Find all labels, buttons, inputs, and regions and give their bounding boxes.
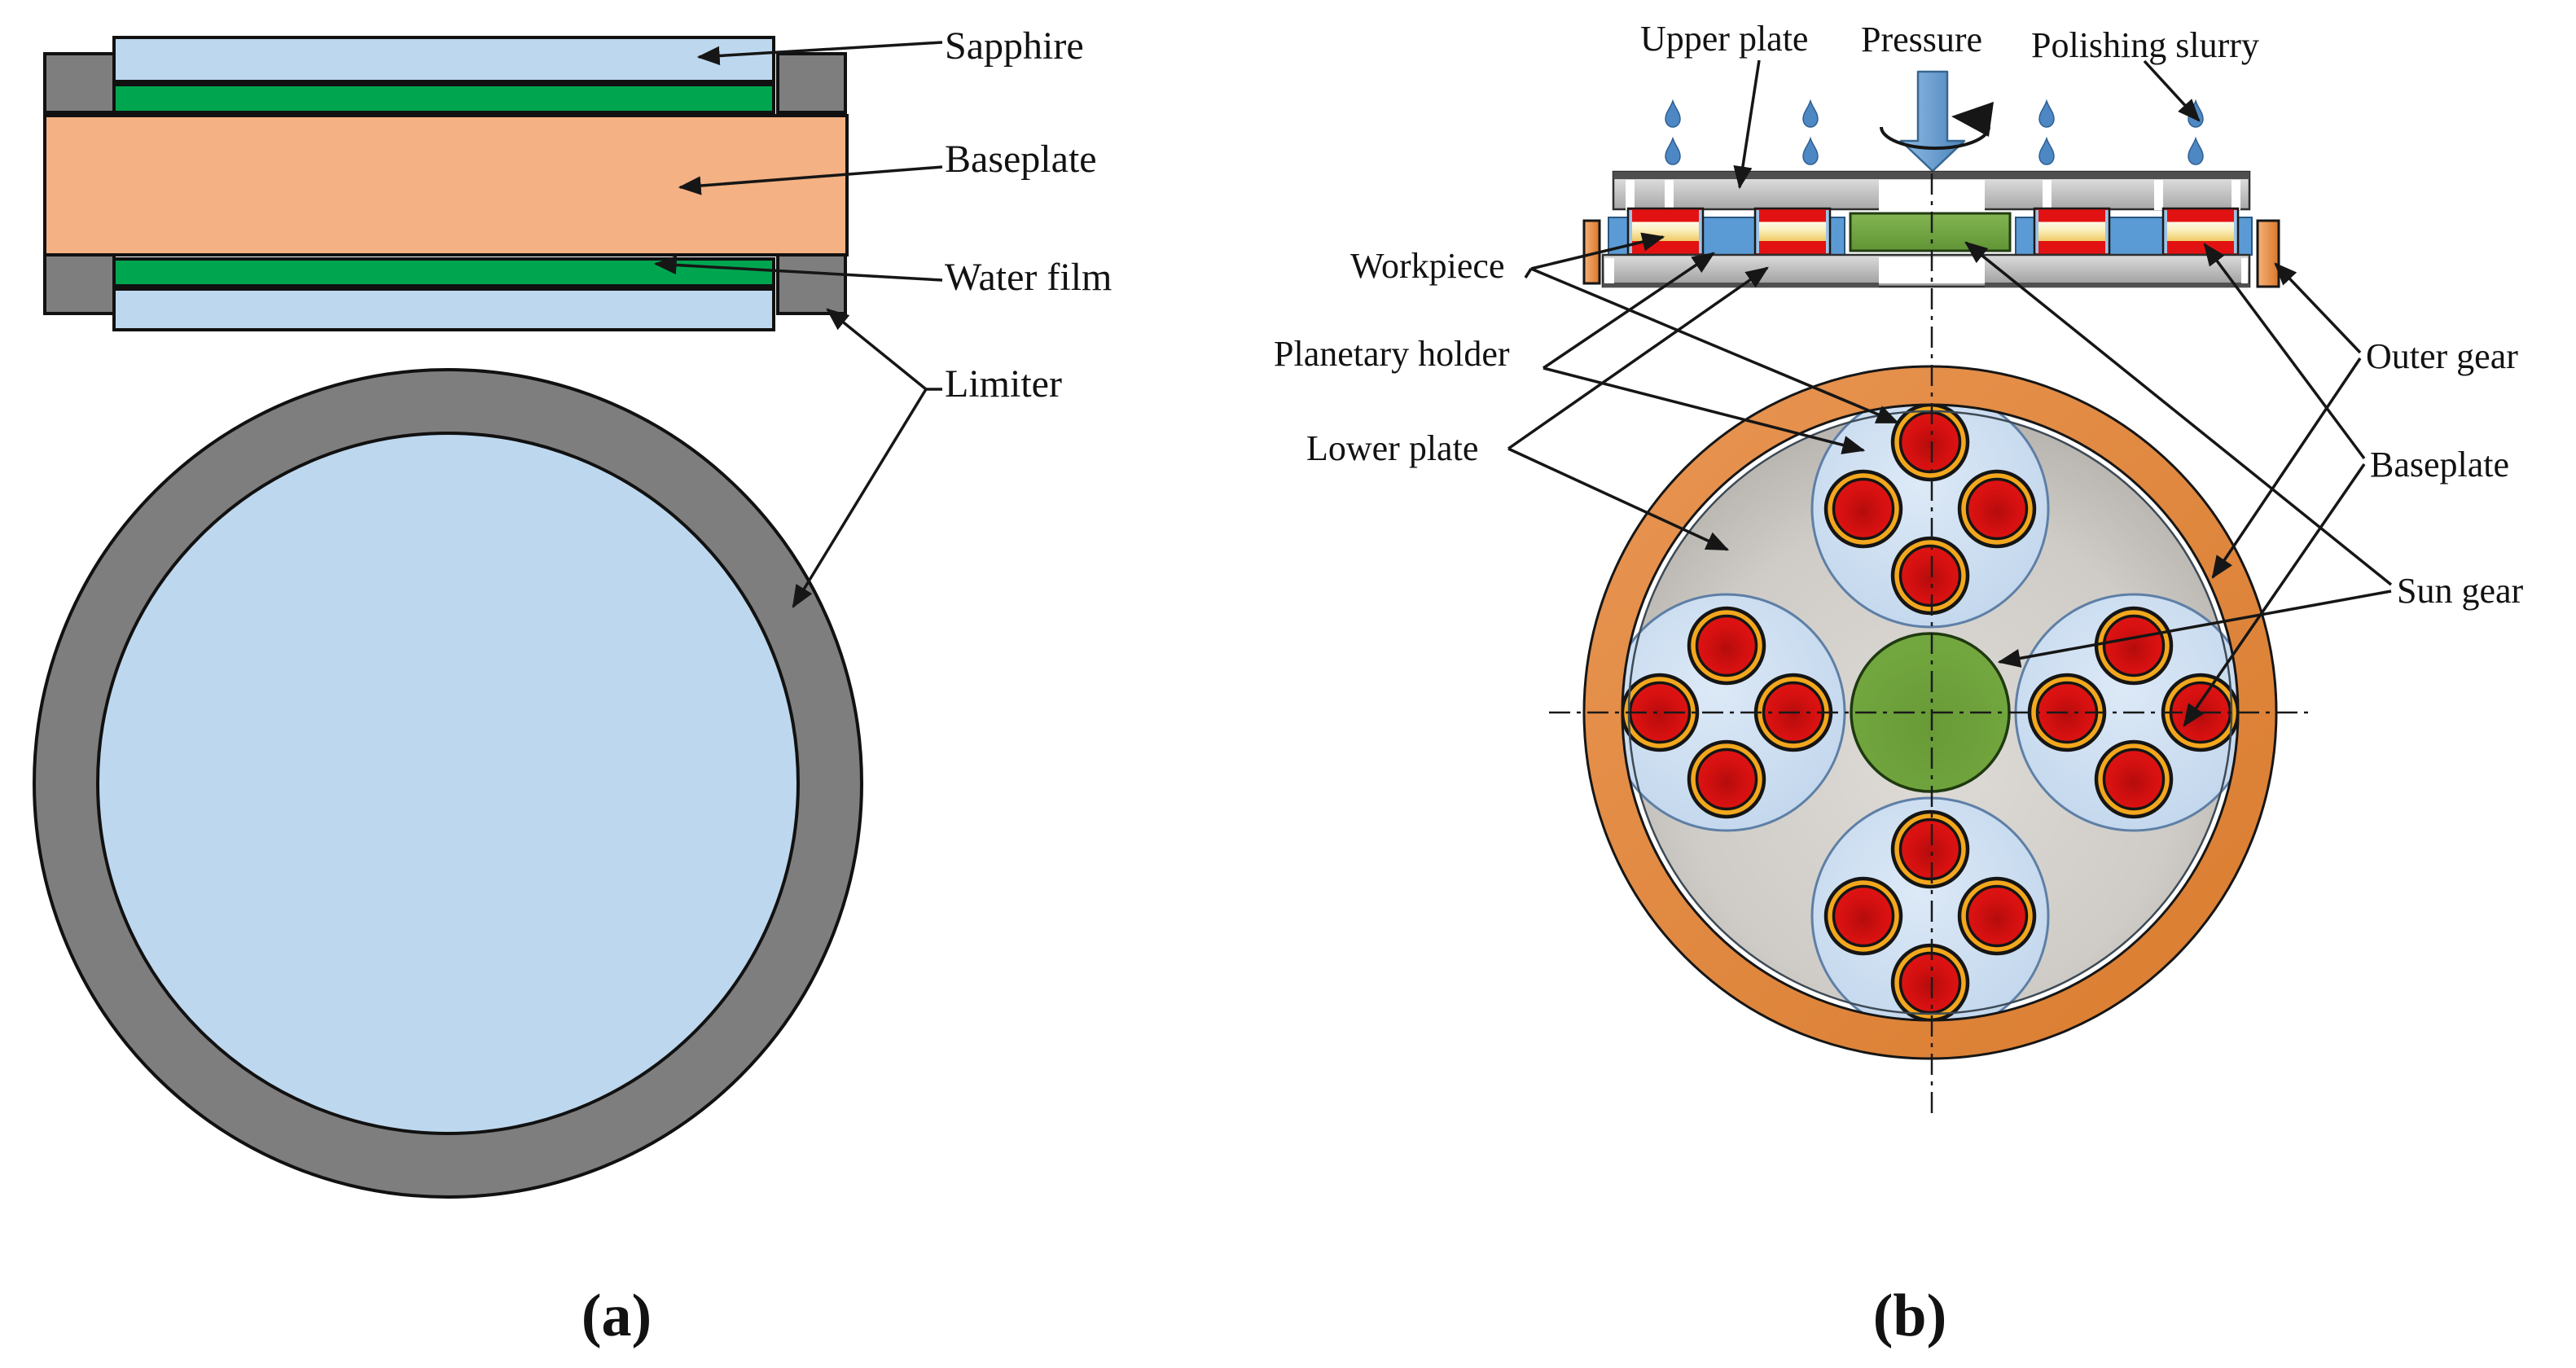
leader-planetary-holder-section [1543, 252, 1715, 370]
leader-lower-plate-topview [1507, 447, 1730, 551]
upper-plate-slit [1626, 180, 1635, 210]
workpiece-station [1753, 207, 1832, 256]
leader-baseplate-section [2203, 243, 2366, 460]
upper-plate-slit [2154, 180, 2163, 210]
label-lower-plate: Lower plate [1306, 428, 1478, 468]
label-sapphire: Sapphire [945, 24, 1084, 68]
slurry-drop [1802, 100, 1819, 128]
workpiece-station [1626, 207, 1705, 256]
baseplate-layer [43, 114, 849, 256]
rotation-arrowhead-icon [1951, 102, 1994, 137]
leader-outer-gear-topview [2211, 357, 2362, 579]
planetary-holder-bottom [1812, 798, 2048, 1034]
leader-sun-gear-topview [1997, 590, 2392, 668]
limiter-block-top-right [776, 52, 847, 114]
leader-lower-plate-section [1507, 266, 1769, 450]
upper-plate-slit [2232, 180, 2240, 210]
lower-plate-bottom-edge [1985, 283, 2249, 287]
label-workpiece: Workpiece [1350, 246, 1504, 286]
label-water-film: Water film [945, 256, 1112, 299]
sun-gear-block [1849, 212, 2012, 252]
leader-workpiece-topview [1530, 267, 1900, 424]
upper-plate-slit [2043, 180, 2052, 210]
planetary-holder-top [1812, 391, 2048, 627]
leader-sapphire [696, 41, 943, 66]
leader-baseplate-topview [2183, 463, 2366, 727]
label-upper-plate: Upper plate [1640, 19, 1808, 59]
panel-b-top-view [1549, 173, 2315, 1117]
sapphire-layer-bottom [112, 287, 775, 331]
upper-plate-slit [1665, 180, 1674, 210]
sapphire-layer-top [112, 36, 775, 83]
label-planetary-holder: Planetary holder [1274, 334, 1510, 374]
leader-limiter-block [826, 308, 928, 391]
slurry-drop [2188, 138, 2204, 165]
workpiece-station [2033, 207, 2111, 256]
caption-a: (a) [581, 1282, 652, 1349]
leader-workpiece-section [1530, 232, 1665, 270]
slurry-drop [2038, 100, 2055, 128]
lower-plate-slit [1604, 258, 1614, 283]
limiter-block-bottom-right [776, 253, 847, 315]
panel-a: Sapphire Baseplate Water film Limiter (a… [33, 24, 1112, 1349]
panel-a-cross-section [43, 36, 849, 331]
label-polishing-slurry: Polishing slurry [2031, 25, 2259, 65]
pressure-arrow [1899, 70, 1966, 173]
slurry-drop [1665, 138, 1681, 165]
panel-b: Upper plate Pressure Polishing slurry Wo… [1274, 19, 2524, 1349]
water-film-layer-bottom [112, 257, 775, 287]
leader-outer-gear-section [2274, 262, 2362, 354]
baseplate-cap-right [2256, 219, 2280, 288]
label-pressure: Pressure [1861, 20, 1982, 59]
water-film-layer-top [112, 83, 775, 114]
leader-upper-plate [1733, 59, 1761, 190]
label-outer-gear: Outer gear [2366, 336, 2518, 376]
leader-water-film [653, 255, 943, 282]
limiter-block-bottom-left [43, 253, 116, 315]
leader-planetary-holder-topview [1543, 366, 1866, 454]
slurry-drop [2188, 100, 2204, 128]
limiter-block-top-left [43, 52, 116, 114]
leader-sun-gear-section [1964, 241, 2393, 586]
label-baseplate-b: Baseplate [2370, 445, 2509, 484]
leader-workpiece-stub [1524, 268, 1533, 278]
workpiece-station [2161, 207, 2240, 256]
rotation-arc [1880, 126, 1990, 150]
label-sun-gear: Sun gear [2397, 571, 2524, 611]
sapphire-disc [96, 432, 800, 1135]
panel-a-top-view [33, 368, 863, 1199]
leader-polishing-slurry [2143, 59, 2201, 122]
panel-b-cross-section [1582, 170, 2280, 288]
leader-baseplate [678, 165, 943, 195]
slurry-drop [1802, 138, 1819, 165]
lower-plate-slit [2241, 258, 2248, 283]
leader-limiter-ring [792, 388, 928, 608]
label-limiter: Limiter [945, 362, 1062, 406]
slurry-drop [2038, 138, 2055, 165]
caption-b: (b) [1873, 1282, 1946, 1349]
label-baseplate-a: Baseplate [945, 138, 1097, 181]
slurry-drop [1665, 100, 1681, 128]
